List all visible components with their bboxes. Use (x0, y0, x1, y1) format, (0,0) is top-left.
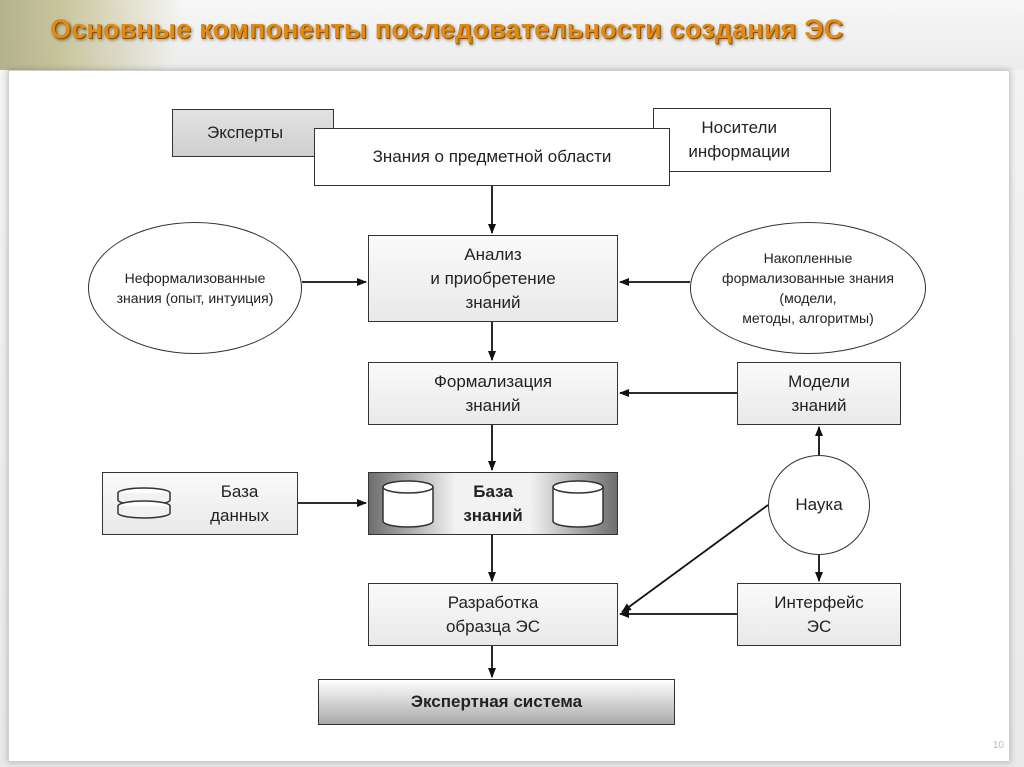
node-expert-system: Экспертная система (318, 679, 675, 725)
node-accumulated-knowledge: Накопленные формализованные знания (моде… (690, 222, 926, 354)
node-analysis-label: Анализ и приобретение знаний (430, 244, 556, 312)
node-knowledge-base-label: База знаний (463, 481, 523, 525)
node-formalization: Формализация знаний (368, 362, 618, 425)
node-domain-knowledge-label: Знания о предметной области (372, 147, 612, 166)
knowledge-base-left-cylinder-icon (382, 480, 434, 528)
node-science-label: Наука (795, 495, 843, 514)
database-icon (117, 487, 171, 519)
node-informal-knowledge-label: Неформализованные знания (опыт, интуиция… (116, 270, 274, 306)
corner-accent (0, 0, 220, 70)
node-database-label: База данных (210, 481, 269, 525)
node-science: Наука (768, 455, 870, 555)
node-experts-label: Эксперты (207, 123, 284, 142)
node-experts: Эксперты (172, 109, 334, 157)
node-carriers-label: Носители информации (688, 118, 790, 161)
node-expert-system-label: Экспертная система (410, 692, 583, 711)
node-interface: Интерфейс ЭС (737, 583, 901, 646)
node-prototype-label: Разработка образца ЭС (445, 592, 541, 636)
node-prototype: Разработка образца ЭС (368, 583, 618, 646)
node-informal-knowledge: Неформализованные знания (опыт, интуиция… (88, 222, 302, 354)
page-number: 10 (992, 740, 1004, 751)
node-domain-knowledge: Знания о предметной области (314, 128, 670, 186)
node-carriers: Носители информации (653, 108, 831, 172)
node-analysis: Анализ и приобретение знаний (368, 235, 618, 322)
node-knowledge-models-label: Модели знаний (788, 371, 850, 415)
node-knowledge-models: Модели знаний (737, 362, 901, 425)
slide-title: Основные компоненты последовательности с… (50, 14, 844, 44)
knowledge-base-right-cylinder-icon (552, 480, 604, 528)
node-interface-label: Интерфейс ЭС (774, 592, 864, 636)
node-accumulated-knowledge-label: Накопленные формализованные знания (моде… (722, 250, 894, 326)
node-formalization-label: Формализация знаний (433, 371, 553, 415)
